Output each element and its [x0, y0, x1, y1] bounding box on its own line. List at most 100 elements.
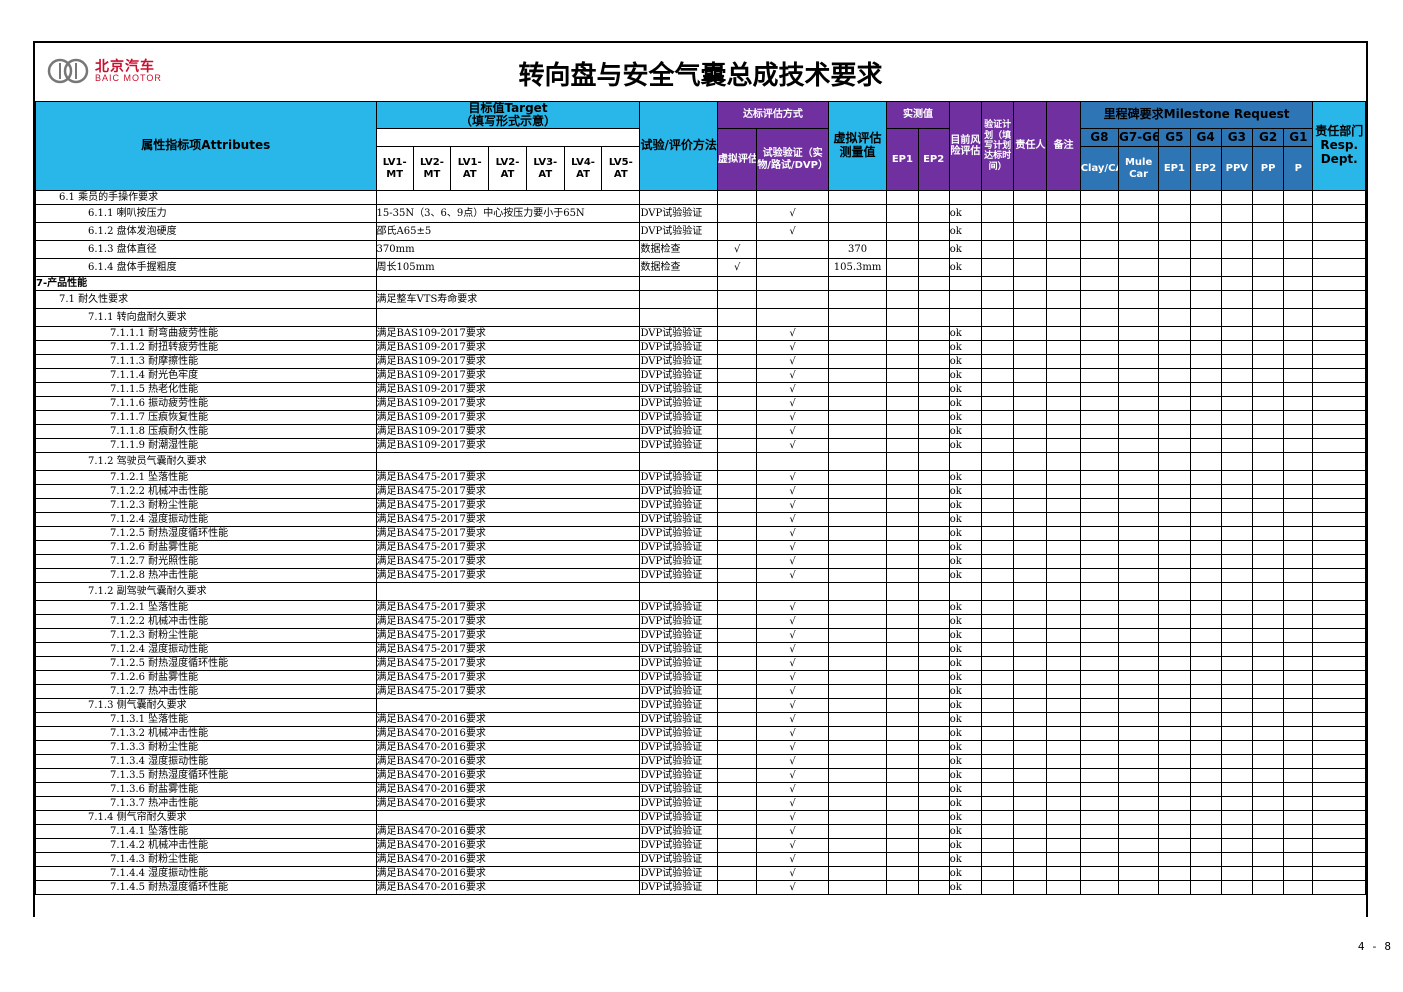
row-target: 满足BAS475-2017要求 — [375, 568, 641, 584]
row-empty-cell — [1158, 498, 1191, 514]
row-virtual-value — [827, 382, 888, 398]
col-measured: 实测值 — [886, 100, 950, 130]
row-empty-cell — [1046, 308, 1081, 328]
row-virtual-value — [827, 526, 888, 542]
row-ep1 — [886, 642, 919, 658]
row-risk: ok — [948, 614, 982, 630]
row-empty-cell — [1013, 470, 1048, 486]
row-empty-cell — [1189, 368, 1222, 384]
row-virtual-value — [827, 512, 888, 528]
row-empty-cell — [980, 726, 1015, 742]
row-risk — [948, 290, 982, 310]
row-empty-cell — [1158, 308, 1191, 328]
row-empty-cell — [1283, 308, 1314, 328]
row-empty-cell — [1312, 582, 1366, 602]
row-empty-cell — [1013, 568, 1048, 584]
row-empty-cell — [1158, 554, 1191, 570]
row-risk: ok — [948, 410, 982, 426]
row-attribute: 6.1.1 喇叭按压力 — [35, 204, 377, 224]
row-empty-cell — [1013, 880, 1048, 896]
row-ep2 — [917, 340, 950, 356]
row-target: 满足BAS109-2017要求 — [375, 410, 641, 426]
row-empty-cell — [1117, 368, 1160, 384]
row-risk: ok — [948, 498, 982, 514]
row-empty-cell — [1283, 600, 1314, 616]
row-empty-cell — [1220, 258, 1253, 278]
row-empty-cell — [1283, 582, 1314, 602]
row-empty-cell — [1283, 810, 1314, 826]
row-empty-cell — [1046, 838, 1081, 854]
row-empty-cell — [1220, 204, 1253, 224]
row-test-verify — [756, 258, 829, 278]
row-attribute: 7.1.2.5 耐热湿度循环性能 — [35, 526, 377, 542]
row-method: DVP试验验证 — [639, 470, 719, 486]
row-empty-cell — [1046, 470, 1081, 486]
row-empty-cell — [1013, 782, 1048, 798]
row-empty-cell — [1117, 656, 1160, 672]
row-empty-cell — [1220, 326, 1253, 342]
row-empty-cell — [1251, 754, 1285, 770]
row-virtual-value — [827, 852, 888, 868]
row-virtual-eval — [717, 410, 758, 426]
row-virtual-value — [827, 452, 888, 472]
row-method: DVP试验验证 — [639, 368, 719, 384]
row-risk — [948, 452, 982, 472]
row-empty-cell — [1283, 222, 1314, 242]
row-empty-cell — [980, 782, 1015, 798]
row-empty-cell — [1079, 204, 1119, 224]
lv2-at: LV2-AT — [488, 146, 527, 192]
row-empty-cell — [1251, 726, 1285, 742]
row-target: 满足BAS470-2016要求 — [375, 726, 641, 742]
row-attribute: 7.1.2.3 耐粉尘性能 — [35, 628, 377, 644]
row-empty-cell — [1079, 258, 1119, 278]
row-virtual-eval — [717, 824, 758, 840]
row-empty-cell — [1283, 768, 1314, 784]
baic-emblem-icon — [47, 58, 89, 84]
row-empty-cell — [1220, 768, 1253, 784]
row-empty-cell — [1312, 810, 1366, 826]
row-test-verify: √ — [756, 396, 829, 412]
row-empty-cell — [1046, 258, 1081, 278]
row-ep2 — [917, 824, 950, 840]
row-target: 满足BAS109-2017要求 — [375, 438, 641, 454]
row-empty-cell — [1251, 498, 1285, 514]
row-empty-cell — [1312, 768, 1366, 784]
row-empty-cell — [1283, 382, 1314, 398]
row-method: DVP试验验证 — [639, 600, 719, 616]
gate-sub-p: P — [1283, 146, 1314, 192]
row-empty-cell — [1158, 326, 1191, 342]
row-empty-cell — [1251, 824, 1285, 840]
row-method: DVP试验验证 — [639, 712, 719, 728]
row-empty-cell — [1312, 290, 1366, 310]
row-empty-cell — [1013, 204, 1048, 224]
row-empty-cell — [1220, 642, 1253, 658]
row-method: DVP试验验证 — [639, 204, 719, 224]
row-empty-cell — [1312, 526, 1366, 542]
row-virtual-value: 370 — [827, 240, 888, 260]
row-empty-cell — [1220, 290, 1253, 310]
row-empty-cell — [1046, 582, 1081, 602]
row-virtual-value — [827, 740, 888, 756]
row-empty-cell — [1158, 568, 1191, 584]
row-empty-cell — [1251, 628, 1285, 644]
row-empty-cell — [1046, 424, 1081, 440]
row-empty-cell — [1251, 568, 1285, 584]
row-virtual-eval — [717, 470, 758, 486]
row-empty-cell — [1079, 410, 1119, 426]
row-ep1 — [886, 308, 919, 328]
row-empty-cell — [1117, 382, 1160, 398]
row-empty-cell — [980, 810, 1015, 826]
row-method: DVP试验验证 — [639, 484, 719, 500]
row-empty-cell — [1158, 484, 1191, 500]
row-empty-cell — [1046, 526, 1081, 542]
row-empty-cell — [1013, 600, 1048, 616]
row-virtual-eval — [717, 438, 758, 454]
row-method: DVP试验验证 — [639, 684, 719, 700]
